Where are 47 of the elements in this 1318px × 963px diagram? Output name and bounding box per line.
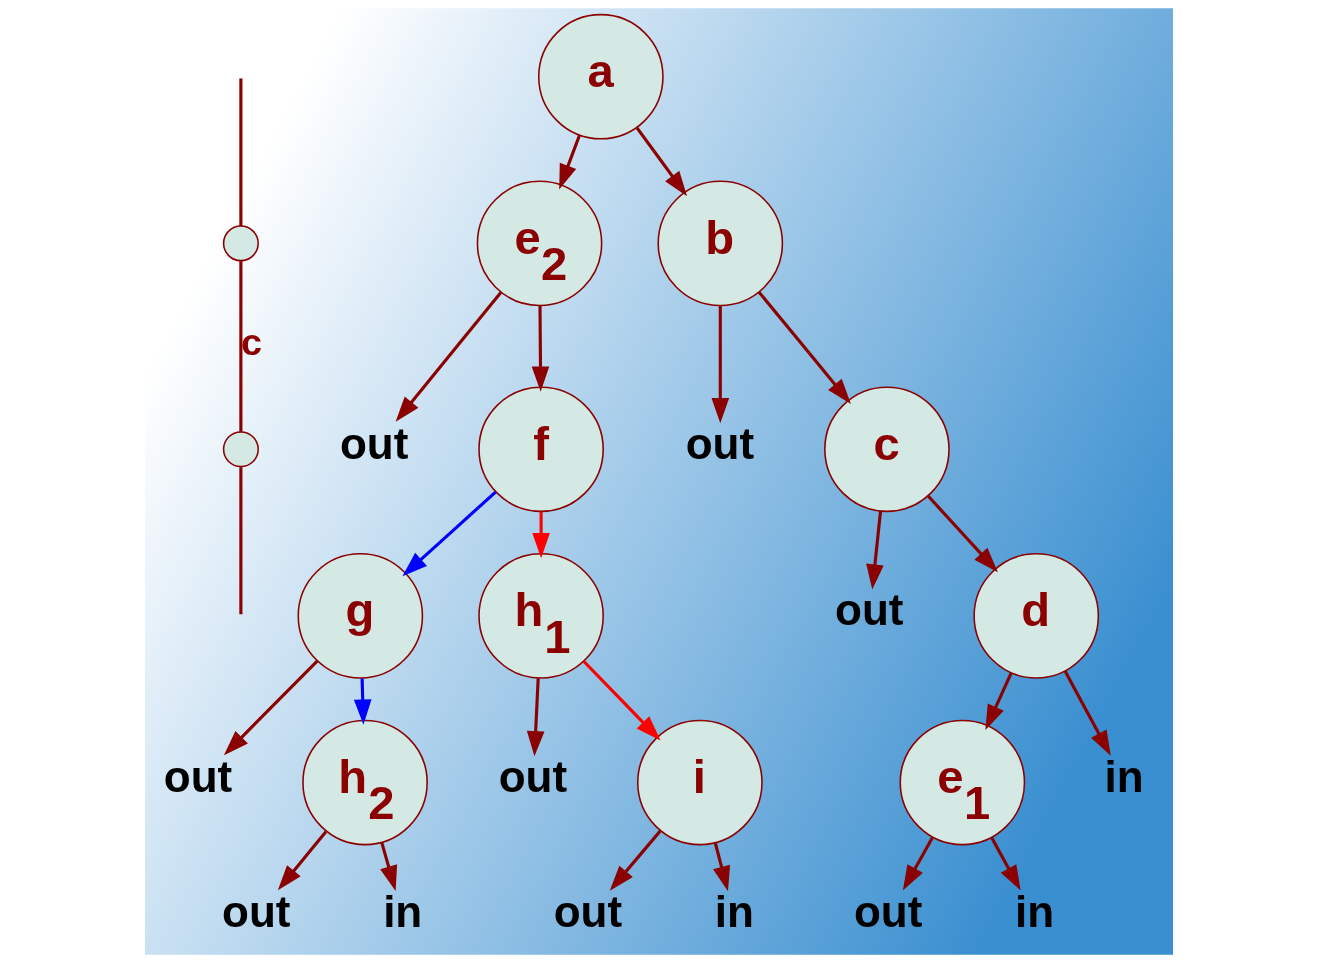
- node-circle: [222, 431, 259, 468]
- arrow: [635, 126, 688, 197]
- node-text: out: [685, 418, 755, 468]
- connector: [239, 467, 243, 615]
- arrow: [757, 290, 851, 404]
- node-circle: f: [478, 386, 604, 513]
- arrow: [866, 511, 884, 590]
- node-text: out: [163, 751, 233, 801]
- arrow: [395, 291, 503, 422]
- arrow: [526, 678, 545, 757]
- node-text: out: [222, 886, 291, 936]
- arrow: [223, 659, 319, 756]
- arrow: [353, 678, 372, 725]
- node-circle: i: [637, 719, 763, 846]
- node-text: in: [383, 886, 423, 936]
- arrow: [713, 842, 731, 892]
- arrow: [609, 830, 662, 891]
- node-text: out: [553, 886, 623, 936]
- node-text: in: [714, 886, 754, 936]
- node-text: in: [1015, 886, 1055, 936]
- arrow: [902, 837, 934, 891]
- arrow: [926, 494, 998, 573]
- arrow: [532, 511, 550, 559]
- node-circle: a: [537, 13, 664, 140]
- node-text: out: [853, 886, 923, 936]
- node-circle: c: [824, 386, 950, 513]
- arrow: [559, 134, 581, 190]
- arrow: [277, 830, 328, 891]
- arrow: [985, 672, 1013, 730]
- arrow: [1063, 670, 1111, 756]
- arrow: [402, 490, 497, 577]
- node-circle: b: [657, 180, 784, 307]
- arrow: [531, 305, 550, 392]
- node-text: out: [339, 418, 409, 468]
- node-text: in: [1104, 751, 1144, 801]
- edge-label: c: [240, 320, 262, 363]
- arrow: [380, 841, 398, 891]
- node-circle: g: [297, 553, 424, 679]
- connector: [239, 78, 243, 226]
- node-circle: d: [973, 553, 1100, 679]
- arrow: [582, 660, 661, 741]
- node-circle: [222, 225, 259, 262]
- node-text: out: [835, 585, 904, 635]
- connector: [239, 260, 243, 432]
- node-text: out: [498, 751, 568, 801]
- arrow: [711, 305, 730, 424]
- arrow: [990, 837, 1021, 891]
